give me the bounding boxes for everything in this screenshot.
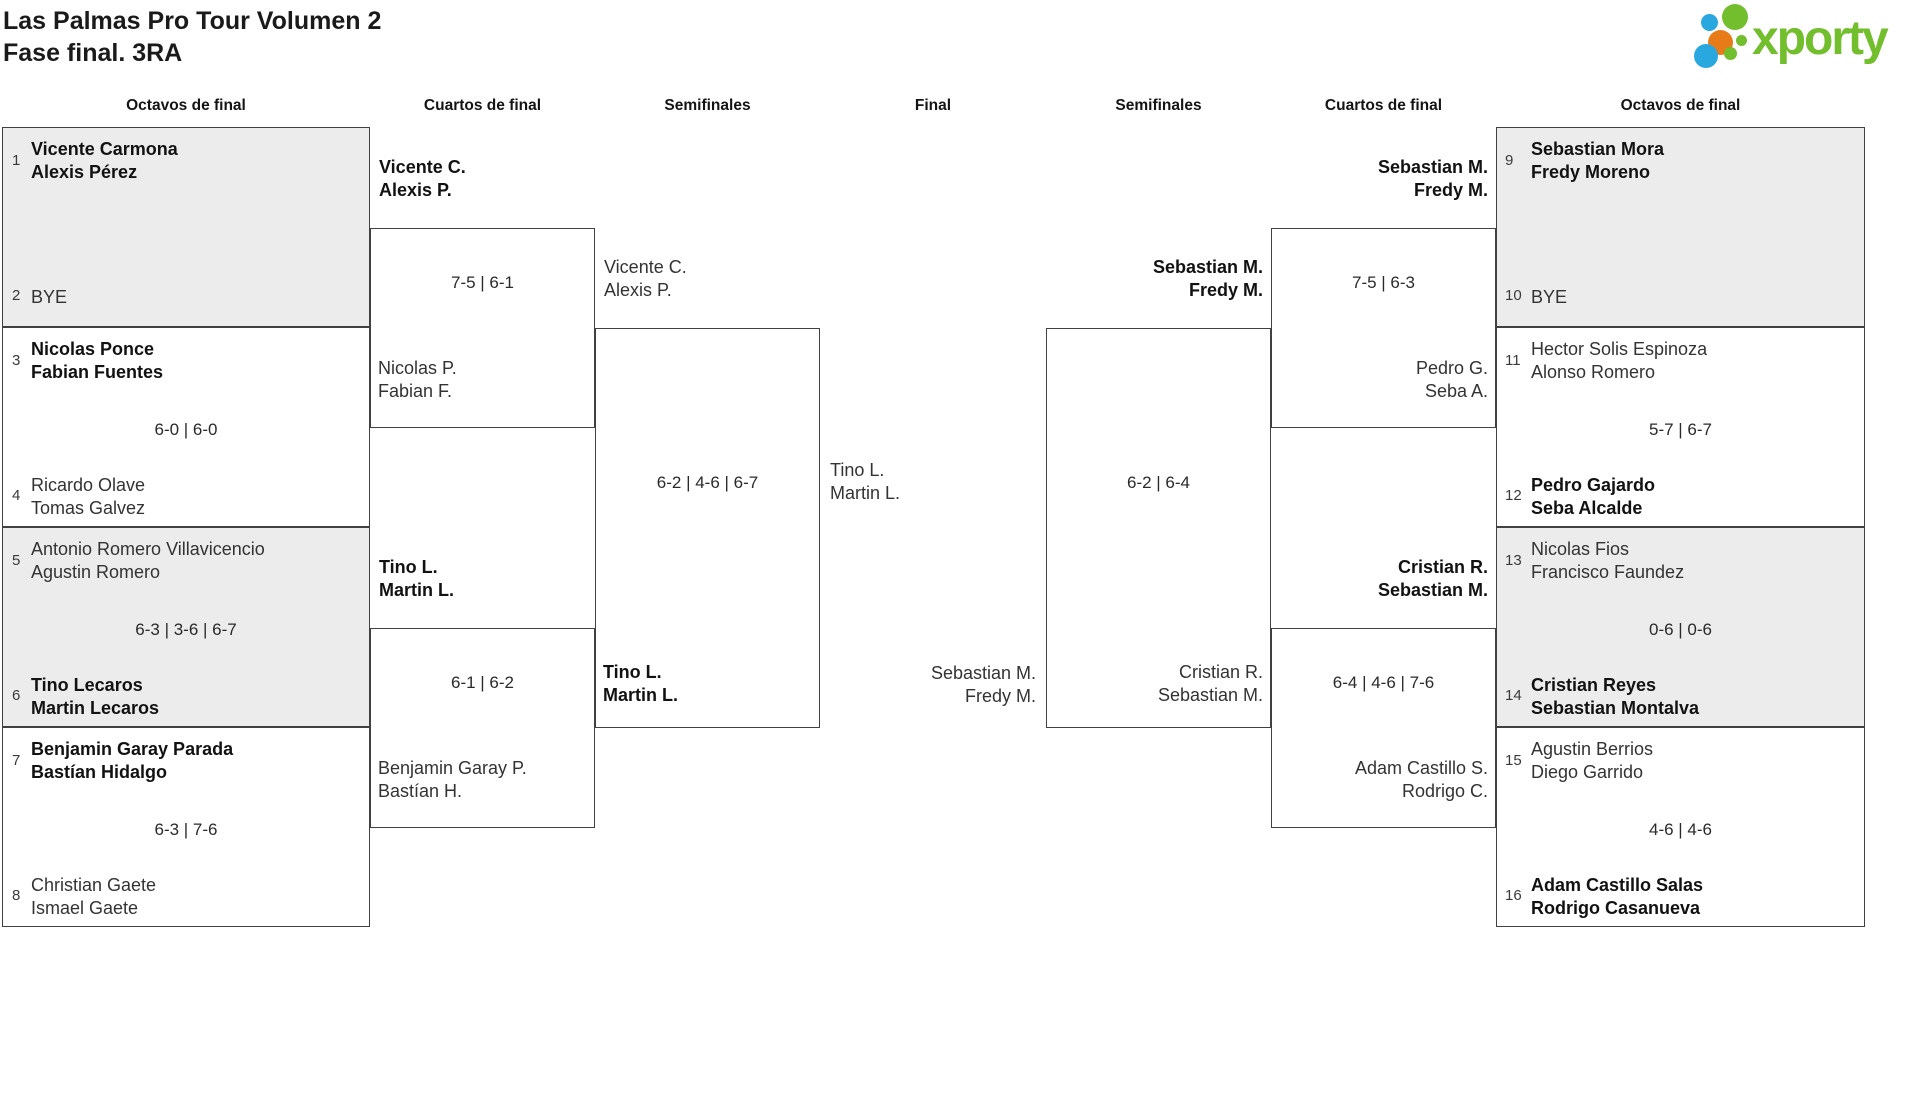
round-header-semis-right: Semifinales (1115, 97, 1202, 114)
team-name: Vicente C. Alexis P. (379, 157, 466, 200)
team-name: Ricardo Olave Tomas Galvez (31, 475, 146, 518)
logo-dot-blue-large (1694, 44, 1718, 68)
match-box-octavos-1[interactable]: 1 Vicente Carmona Alexis Pérez 2 BYE (2, 127, 370, 327)
team-name: Nicolas Ponce Fabian Fuentes (31, 339, 164, 382)
seed-number: 2 (12, 287, 21, 304)
match-score: 6-0 | 6-0 (154, 420, 218, 439)
team-name: Cristian R. Sebastian M. (1157, 662, 1263, 705)
match-box-octavos-8[interactable]: 15 Agustin Berrios Diego Garrido 4-6 | 4… (1496, 727, 1865, 927)
round-header-octavos-left: Octavos de final (126, 97, 246, 114)
match-box-cuartos-right-1[interactable]: 7-5 | 6-3 Pedro G. Seba A. (1271, 228, 1496, 428)
team-name: Benjamin Garay Parada Bastían Hidalgo (31, 739, 234, 782)
match-box-octavos-7[interactable]: 13 Nicolas Fios Francisco Faundez 0-6 | … (1496, 527, 1865, 727)
match-box-octavos-4[interactable]: 7 Benjamin Garay Parada Bastían Hidalgo … (2, 727, 370, 927)
round-header-cuartos-right: Cuartos de final (1324, 97, 1443, 114)
match-score: 4-6 | 4-6 (1648, 820, 1712, 839)
seed-number: 3 (12, 352, 21, 369)
round-header-octavos-right: Octavos de final (1620, 97, 1741, 114)
tournament-title: Las Palmas Pro Tour Volumen 2 Fase final… (3, 7, 382, 67)
team-name: Pedro Gajardo Seba Alcalde (1531, 475, 1656, 518)
team-name-finalist-bottom: Sebastian M. Fredy M. (930, 663, 1036, 706)
round-header-final: Final (914, 97, 952, 114)
match-score: 6-4 | 4-6 | 7-6 (1332, 673, 1435, 692)
team-name: Hector Solis Espinoza Alonso Romero (1531, 339, 1708, 382)
team-name: BYE (31, 286, 68, 307)
team-name: Antonio Romero Villavicencio Agustin Rom… (31, 539, 265, 582)
logo-dot-blue-small (1701, 14, 1718, 31)
match-box-cuartos-left-1[interactable]: 7-5 | 6-1 Nicolas P. Fabian F. (370, 228, 595, 428)
seed-number: 9 (1505, 152, 1514, 169)
logo-dot-green-large (1722, 4, 1748, 30)
team-name: Sebastian M. Fredy M. (1377, 157, 1488, 200)
team-name: Tino Lecaros Martin Lecaros (31, 675, 160, 718)
team-name: Adam Castillo Salas Rodrigo Casanueva (1531, 875, 1704, 918)
match-score: 0-6 | 0-6 (1648, 620, 1712, 639)
seed-number: 6 (12, 687, 21, 704)
team-name: Sebastian Mora Fredy Moreno (1531, 139, 1665, 182)
match-box-semifinal-left[interactable]: 6-2 | 4-6 | 6-7 Tino L. Martin L. (595, 328, 820, 728)
match-score: 7-5 | 6-1 (450, 273, 514, 292)
seed-number: 15 (1505, 752, 1522, 769)
logo-dot-green-tiny (1736, 35, 1747, 46)
seed-number: 8 (12, 887, 21, 904)
team-name: Vicente C. Alexis P. (604, 257, 687, 300)
team-name-finalist-top: Tino L. Martin L. (830, 460, 901, 503)
team-name: Cristian R. Sebastian M. (1377, 557, 1488, 600)
team-name: Benjamin Garay P. Bastían H. (378, 758, 527, 801)
team-name: Sebastian M. Fredy M. (1152, 257, 1263, 300)
team-name: Agustin Berrios Diego Garrido (1531, 739, 1654, 782)
round-header-cuartos-left: Cuartos de final (423, 97, 542, 114)
team-name: Adam Castillo S. Rodrigo C. (1354, 758, 1488, 801)
team-name: Nicolas P. Fabian F. (378, 358, 457, 401)
match-box-octavos-3[interactable]: 5 Antonio Romero Villavicencio Agustin R… (2, 527, 370, 727)
match-score: 5-7 | 6-7 (1648, 420, 1712, 439)
seed-number: 4 (12, 487, 21, 504)
match-score: 6-3 | 3-6 | 6-7 (135, 620, 237, 639)
match-box-octavos-6[interactable]: 11 Hector Solis Espinoza Alonso Romero 5… (1496, 327, 1865, 527)
logo-text: xporty (1752, 12, 1889, 65)
match-score: 6-1 | 6-2 (450, 673, 514, 692)
seed-number: 14 (1505, 687, 1522, 704)
team-name: Vicente Carmona Alexis Pérez (31, 139, 178, 182)
seed-number: 13 (1505, 552, 1522, 569)
team-name: Nicolas Fios Francisco Faundez (1531, 539, 1685, 582)
team-name: Tino L. Martin L. (603, 662, 678, 705)
match-box-octavos-2[interactable]: 3 Nicolas Ponce Fabian Fuentes 6-0 | 6-0… (2, 327, 370, 527)
seed-number: 16 (1505, 887, 1522, 904)
seed-number: 1 (12, 152, 21, 169)
seed-number: 12 (1505, 487, 1522, 504)
seed-number: 10 (1505, 287, 1522, 304)
seed-number: 7 (12, 752, 21, 769)
team-name: BYE (1531, 286, 1568, 307)
match-box-cuartos-right-2[interactable]: 6-4 | 4-6 | 7-6 Adam Castillo S. Rodrigo… (1271, 628, 1496, 828)
match-score: 6-2 | 4-6 | 6-7 (656, 473, 759, 492)
team-name: Tino L. Martin L. (379, 557, 454, 600)
match-score: 7-5 | 6-3 (1351, 273, 1415, 292)
logo-dot-green-small (1724, 47, 1737, 60)
match-score: 6-3 | 7-6 (154, 820, 218, 839)
match-box-octavos-5[interactable]: 9 Sebastian Mora Fredy Moreno 10 BYE (1496, 127, 1865, 327)
team-name: Pedro G. Seba A. (1415, 358, 1488, 401)
seed-number: 11 (1505, 352, 1521, 369)
team-name: Cristian Reyes Sebastian Montalva (1531, 675, 1700, 718)
team-name: Christian Gaete Ismael Gaete (31, 875, 157, 918)
match-box-semifinal-right[interactable]: 6-2 | 6-4 Cristian R. Sebastian M. (1046, 328, 1271, 728)
seed-number: 5 (12, 552, 21, 569)
match-score: 6-2 | 6-4 (1126, 473, 1190, 492)
round-header-semis-left: Semifinales (664, 97, 751, 114)
match-box-cuartos-left-2[interactable]: 6-1 | 6-2 Benjamin Garay P. Bastían H. (370, 628, 595, 828)
